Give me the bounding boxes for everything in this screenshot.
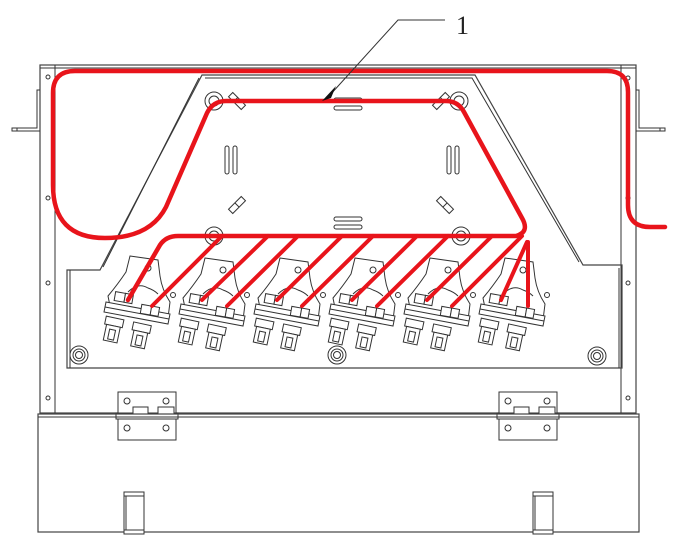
fiber-route-outer-loop [50, 68, 668, 303]
hinge-left [115, 391, 179, 441]
standoff-boss-right [587, 346, 607, 366]
standoff-boss-left [69, 345, 89, 365]
enclosure-body [39, 64, 637, 414]
latch-right [532, 491, 554, 535]
mounting-ear-right [636, 89, 666, 132]
front-cover [37, 413, 640, 533]
callout-label: 1 [456, 11, 469, 40]
tie-slots [224, 91, 460, 230]
standoff-boss-center [327, 345, 347, 365]
hinge-right [496, 391, 560, 441]
mounting-ear-left [11, 89, 40, 132]
adapter-module-1 [100, 255, 171, 350]
plate-holes [170, 292, 550, 298]
callout-1: 1 [322, 11, 469, 101]
fiber-branches [150, 234, 530, 308]
latch-left [123, 491, 145, 535]
